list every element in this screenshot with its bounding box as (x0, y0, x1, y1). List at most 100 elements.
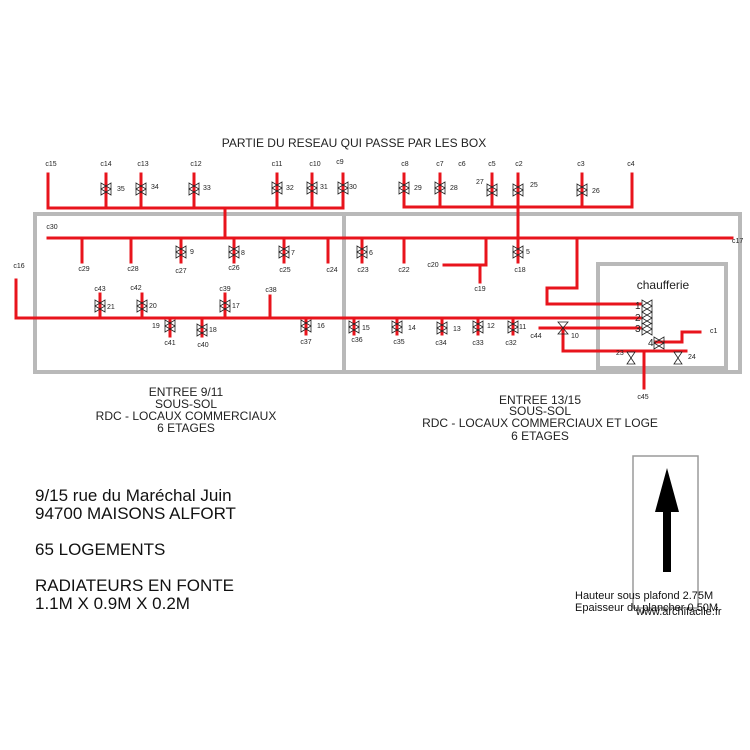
network-header-title: PARTIE DU RESEAU QUI PASSE PAR LES BOX (222, 136, 487, 150)
valve-25 (512, 183, 524, 197)
circuit-c35: c35 (393, 339, 404, 346)
circuit-c6: c6 (458, 161, 466, 168)
valve-32 (271, 181, 283, 195)
entree-right-line-4: 6 ETAGES (511, 429, 569, 443)
valve-9 (175, 245, 187, 259)
circuit-c18: c18 (514, 267, 525, 274)
valve-label-31: 31 (320, 184, 328, 191)
circuit-c30: c30 (46, 224, 57, 231)
valve-label-17: 17 (232, 303, 240, 310)
circuit-c33: c33 (472, 340, 483, 347)
hauteur-note: Hauteur sous plafond 2.75M (575, 590, 713, 602)
circuit-c39: c39 (219, 286, 230, 293)
logements-count: 65 LOGEMENTS (35, 540, 165, 559)
valve-4 (653, 336, 665, 350)
valve-8 (228, 245, 240, 259)
valve-label-30: 30 (349, 184, 357, 191)
circuit-c13: c13 (137, 161, 148, 168)
valve-26 (576, 183, 588, 197)
valve-label-23: 23 (616, 350, 624, 357)
valve-label-25: 25 (530, 182, 538, 189)
valve-label-18: 18 (209, 327, 217, 334)
heating-pipes (14, 172, 734, 390)
top-circuit-labels: c15 c14 c13 c12 c11 c10 c9 c8 c7 c6 c5 c… (45, 159, 634, 168)
valve-label-34: 34 (151, 184, 159, 191)
circuit-c1: c1 (710, 328, 718, 335)
chaufferie-labels: 1 2 3 4 23 24 c1 c45 (616, 301, 718, 401)
circuit-c40: c40 (197, 342, 208, 349)
valve-19 (164, 319, 176, 333)
valve-14 (391, 320, 403, 334)
entree-left-line-2: SOUS-SOL (155, 397, 217, 411)
circuit-c17: c17 (732, 238, 743, 245)
valve-33 (188, 182, 200, 196)
valve-label-4: 4 (648, 338, 654, 349)
valve-7 (278, 245, 290, 259)
valve-13 (436, 321, 448, 335)
valve-symbols (94, 181, 683, 365)
circuit-c5: c5 (488, 161, 496, 168)
valve-20 (136, 299, 148, 313)
circuit-c14: c14 (100, 161, 111, 168)
top-valve-labels: 35 34 33 32 31 30 29 28 27 25 26 (117, 179, 600, 195)
circuit-c9: c9 (336, 159, 344, 166)
circuit-c2: c2 (515, 161, 523, 168)
circuit-c4: c4 (627, 161, 635, 168)
circuit-c36: c36 (351, 337, 362, 344)
building-walls (33, 212, 742, 374)
entree-left-line-4: 6 ETAGES (157, 421, 215, 435)
valve-label-10: 10 (571, 333, 579, 340)
valve-label-33: 33 (203, 185, 211, 192)
circuit-c41: c41 (164, 340, 175, 347)
valve-label-29: 29 (414, 185, 422, 192)
valve-label-16: 16 (317, 323, 325, 330)
row2-valve-labels: 21 20 17 19 18 16 15 14 13 12 11 10 (107, 303, 579, 340)
circuit-c26: c26 (228, 265, 239, 272)
valve-label-12: 12 (487, 323, 495, 330)
chaufferie-label: chaufferie (637, 278, 690, 292)
building-info: 9/15 rue du Maréchal Juin 94700 MAISONS … (35, 486, 236, 613)
valve-label-9: 9 (190, 249, 194, 256)
row1-circuit-labels: c30 c29 c28 c27 c26 c25 c24 c23 c22 c20 … (46, 224, 743, 293)
entree-left-line-1: ENTREE 9/11 (149, 385, 224, 399)
circuit-c43: c43 (94, 286, 105, 293)
entree-left-block: ENTREE 9/11 SOUS-SOL RDC - LOCAUX COMMER… (96, 385, 277, 435)
valve-34 (135, 182, 147, 196)
valve-label-26: 26 (592, 188, 600, 195)
circuit-c3: c3 (577, 161, 585, 168)
circuit-c16: c16 (13, 263, 24, 270)
valve-31 (306, 181, 318, 195)
circuit-c32: c32 (505, 340, 516, 347)
circuit-c11: c11 (272, 161, 283, 168)
circuit-c19: c19 (474, 286, 485, 293)
valve-label-24: 24 (688, 354, 696, 361)
valve-10 (557, 321, 569, 335)
radiateurs-line-2: 1.1M X 0.9M X 0.2M (35, 594, 190, 613)
circuit-c28: c28 (127, 266, 138, 273)
circuit-c15: c15 (45, 161, 56, 168)
row2-circuit-labels: c16 c43 c42 c39 c38 c41 c40 c37 c36 c35 … (13, 263, 541, 349)
epaisseur-note: Epaisseur du plancher 0.50M (575, 602, 718, 614)
circuit-c38: c38 (265, 287, 276, 294)
valve-29 (398, 181, 410, 195)
valve-label-27: 27 (476, 179, 484, 186)
valve-label-13: 13 (453, 326, 461, 333)
valve-label-11: 11 (519, 324, 526, 331)
valve-1 (641, 299, 653, 313)
valve-label-3: 3 (635, 324, 641, 335)
valve-17 (219, 299, 231, 313)
valve-label-8: 8 (241, 250, 245, 257)
circuit-c8: c8 (401, 161, 409, 168)
valve-23 (626, 351, 636, 365)
entree-right-block: ENTREE 13/15 SOUS-SOL RDC - LOCAUX COMME… (422, 393, 658, 443)
circuit-c10: c10 (309, 161, 320, 168)
circuit-c45: c45 (637, 394, 648, 401)
valve-11 (507, 320, 519, 334)
circuit-c44: c44 (530, 333, 541, 340)
valve-2 (641, 311, 653, 325)
circuit-c42: c42 (130, 285, 141, 292)
watermark: www.archifacile.fr (635, 606, 722, 618)
valve-27 (486, 183, 498, 197)
circuit-c25: c25 (279, 267, 290, 274)
circuit-c12: c12 (190, 161, 201, 168)
